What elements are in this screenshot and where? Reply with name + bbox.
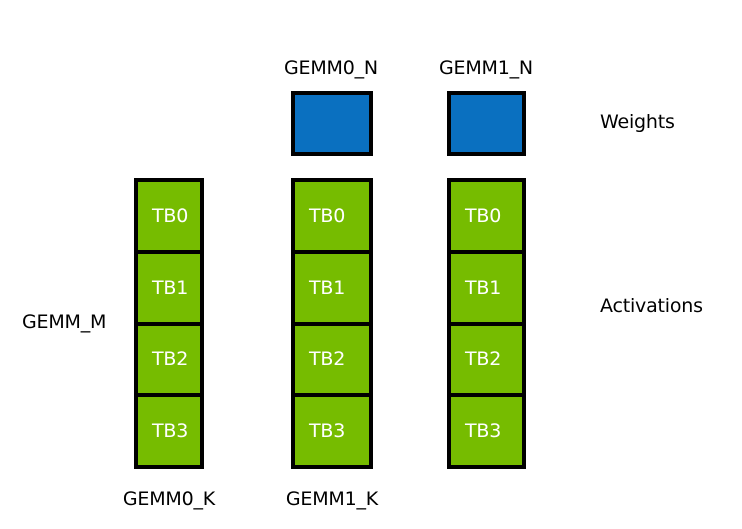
activation-cell-label: TB3: [309, 420, 346, 443]
activation-column-gemm1-k: TB0 TB1 TB2 TB3: [447, 178, 526, 469]
gemm1-k-label: GEMM1_K: [285, 488, 379, 510]
activation-cell-tb1: TB1: [291, 249, 373, 326]
activation-cell-tb1: TB1: [447, 249, 526, 326]
activation-cell-label: TB1: [152, 276, 189, 299]
activation-cell-tb3: TB3: [134, 393, 204, 469]
column-header-gemm0-n-line1: GEMM0_N: [284, 57, 378, 79]
activation-cell-tb0: TB0: [291, 178, 373, 254]
gemm-m-label: GEMM_M: [22, 311, 107, 333]
activation-cell-tb2: TB2: [291, 321, 373, 398]
gemm0-k-label: GEMM0_K: [122, 488, 216, 510]
activation-cell-tb2: TB2: [134, 321, 204, 398]
weight-block-gemm0: [291, 91, 373, 156]
activation-cell-label: TB0: [309, 204, 346, 227]
activation-cell-label: TB2: [309, 348, 346, 371]
activation-cell-label: TB1: [465, 276, 502, 299]
activation-cell-tb0: TB0: [447, 178, 526, 254]
activation-cell-label: TB0: [465, 204, 502, 227]
activation-cell-label: TB0: [152, 204, 189, 227]
activation-cell-label: TB3: [465, 420, 502, 443]
activations-legend: Activations: [600, 295, 703, 317]
activation-cell-label: TB2: [152, 348, 189, 371]
weight-block-gemm1: [447, 91, 526, 156]
activation-cell-tb3: TB3: [291, 393, 373, 469]
activation-cell-label: TB2: [465, 348, 502, 371]
activation-cell-tb3: TB3: [447, 393, 526, 469]
activation-column-gemm0-k: TB0 TB1 TB2 TB3: [291, 178, 373, 469]
activation-cell-tb1: TB1: [134, 249, 204, 326]
column-header-gemm1-n-line1: GEMM1_N: [439, 57, 533, 79]
activation-cell-tb0: TB0: [134, 178, 204, 254]
weights-legend: Weights: [600, 111, 675, 133]
activation-cell-tb2: TB2: [447, 321, 526, 398]
activation-cell-label: TB1: [309, 276, 346, 299]
activation-cell-label: TB3: [152, 420, 189, 443]
activation-column-gemm-m: TB0 TB1 TB2 TB3: [134, 178, 204, 469]
